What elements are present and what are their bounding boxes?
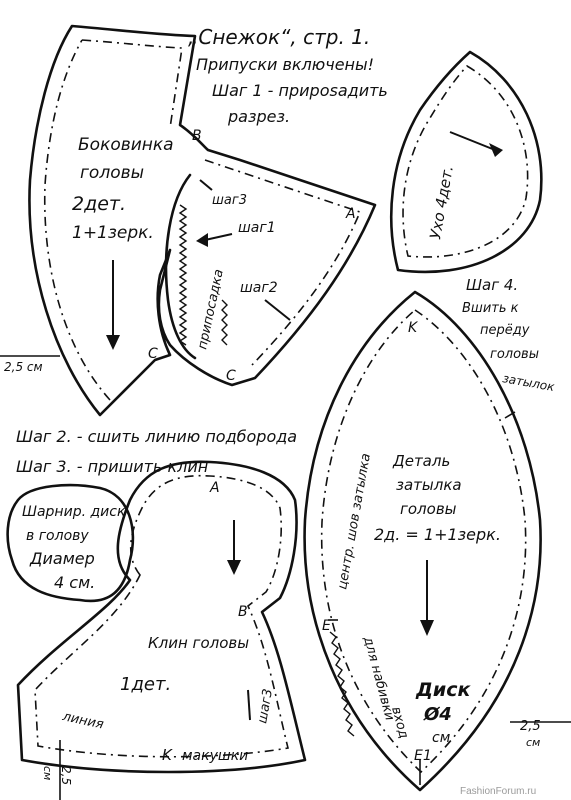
- side-point-a: A: [345, 206, 356, 222]
- ear-outline: [389, 50, 543, 274]
- bottom-allowance-value: 2,5: [59, 766, 73, 785]
- step4-line-5: затылок: [501, 371, 556, 394]
- disc-note-2: в голову: [26, 528, 89, 544]
- back-name-2: затылка: [396, 476, 462, 494]
- disc-note-4: 4 см.: [54, 573, 95, 592]
- side-name-3: 2дет.: [72, 193, 126, 215]
- back-name-4: 2д. = 1+1зерк.: [374, 525, 501, 544]
- header-line-1: Припуски включены!: [196, 55, 374, 74]
- side-grainline-arrowhead: [106, 335, 120, 350]
- side-point-c1: C: [148, 346, 158, 362]
- side-piece-seam-line: [43, 39, 362, 401]
- step4-line-3: перёду: [480, 323, 530, 338]
- step4-line-1: Шаг 4.: [466, 276, 518, 294]
- back-grainline-arrowhead: [420, 620, 434, 636]
- gusset-name-2: 1дет.: [120, 674, 171, 695]
- ear-seam-line: [402, 64, 529, 258]
- disc-label-3: см: [432, 730, 451, 746]
- side-point-c2: C: [226, 368, 236, 384]
- watermark: FashionForum.ru: [460, 786, 536, 797]
- side-name-4: 1+1зерк.: [72, 223, 154, 243]
- side-piece-outline: [28, 24, 377, 417]
- side-piece-gather-zigzag: [178, 204, 188, 346]
- back-entry-label: вход: [388, 705, 411, 740]
- gusset-name-1: Клин головы: [148, 634, 249, 652]
- back-point-k: K: [408, 320, 419, 336]
- side-piece-slit: [164, 173, 197, 360]
- ear-piece: [389, 50, 543, 274]
- gusset-step3-arrow: [247, 689, 251, 721]
- disc-label-1: Диск: [415, 679, 471, 701]
- side-head-piece: [28, 24, 377, 417]
- back-piece-outline: [303, 290, 542, 792]
- gusset-outline: [16, 460, 307, 774]
- back-name-3: головы: [400, 500, 457, 518]
- disc-note-outline: [6, 483, 135, 603]
- ear-grainline-arrowhead: [489, 143, 503, 157]
- step4-line-2: Вшить к: [462, 301, 519, 316]
- step4-line-4: головы: [490, 347, 539, 362]
- back-point-e1: E1: [414, 748, 432, 764]
- back-head-piece: [303, 290, 542, 792]
- gusset-step3: шаг3: [255, 688, 276, 725]
- disc-note-1: Шарнир. диск: [22, 504, 126, 520]
- side-name-1: Боковинка: [78, 135, 174, 155]
- back-name-1: Деталь: [392, 452, 450, 470]
- gusset-piece: [16, 460, 307, 774]
- step3-arrow: [199, 179, 213, 191]
- header-line-3: разрез.: [227, 107, 290, 126]
- back-piece-seam-line: [320, 308, 527, 774]
- gusset-crown-label: макушки: [182, 748, 248, 764]
- header-line-2: Шаг 1 - приposадить: [212, 81, 388, 100]
- disc-note-3: Диамер: [29, 549, 95, 568]
- gusset-seam-line: [34, 474, 289, 758]
- gusset-point-k: K: [162, 746, 173, 764]
- pattern-title: „Снежок“, стр. 1.: [188, 25, 370, 49]
- right-allowance-unit: см: [526, 736, 540, 749]
- step2-arrow: [264, 299, 291, 321]
- side-piece-gather-zigzag-2: [221, 299, 228, 346]
- left-allowance-label: 2,5 см: [4, 360, 43, 374]
- step1-arrowhead: [196, 233, 208, 247]
- side-step3: шаг3: [212, 193, 247, 208]
- step3-note: Шаг 3. - пришить клин: [16, 457, 208, 476]
- gusset-point-a: A: [209, 480, 220, 496]
- disc-label-2: Ø4: [423, 704, 452, 725]
- ear-grainline-arrow: [449, 131, 496, 151]
- side-name-2: головы: [80, 163, 144, 183]
- step1-arrow: [204, 233, 233, 241]
- gusset-point-b: B: [238, 604, 248, 620]
- side-step2: шаг2: [240, 280, 278, 296]
- right-allowance-value: 2,5: [520, 719, 541, 734]
- step2-note: Шаг 2. - сшить линию подборода: [16, 427, 297, 446]
- back-point-e: E: [322, 618, 331, 634]
- ear-label: Ухо 4дет.: [426, 164, 457, 241]
- back-seam-label: центр. шов затылка: [335, 452, 374, 590]
- gusset-line-label: линия: [60, 709, 105, 733]
- side-point-b: B: [192, 128, 202, 144]
- gusset-grainline-arrowhead: [227, 560, 241, 575]
- bottom-allowance-unit: см: [41, 766, 54, 780]
- back-piece-stuffing-zigzag: [329, 631, 355, 737]
- notch-1: [504, 411, 516, 419]
- side-step1: шаг1: [238, 220, 276, 236]
